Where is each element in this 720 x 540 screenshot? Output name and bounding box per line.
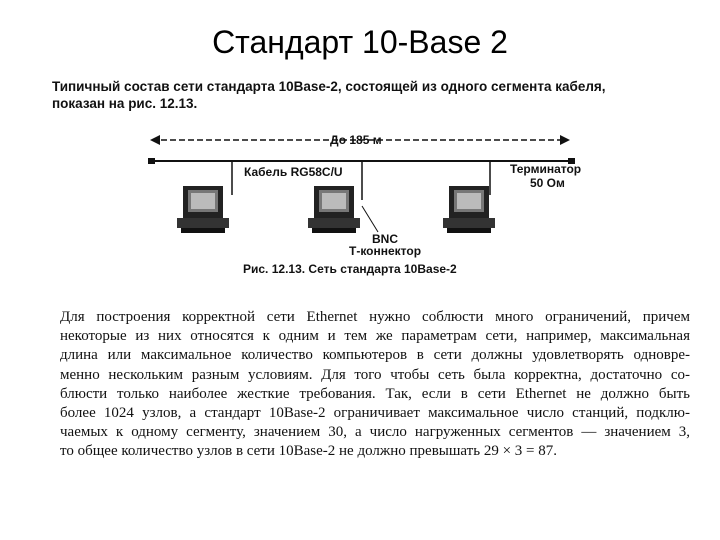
body-line: блюсти только наиболее жесткие требовани… [60, 385, 690, 402]
figure-caption: Рис. 12.13. Сеть стандарта 10Base-2 [243, 262, 457, 276]
body-line: то общее количество узлов в сети 10Base-… [60, 443, 557, 460]
body-paragraph: Для построения корректной сети Ethernet … [60, 308, 690, 462]
intro-line: Типичный состав сети стандарта 10Base-2,… [52, 79, 606, 94]
body-line: чаемых к одному сегменту, значением 30, … [60, 424, 690, 441]
connector-pointer [361, 205, 379, 233]
body-line: Для построения корректной сети Ethernet … [60, 309, 690, 325]
connector-label-line2: Т-коннектор [349, 244, 421, 258]
distance-label: До 185 м [330, 133, 382, 147]
body-line: длина или максимальное количество компью… [60, 347, 690, 364]
connector-label-line1: BNC [372, 232, 398, 246]
slide-title: Стандарт 10-Base 2 [212, 24, 508, 60]
intro-paragraph: Типичный состав сети стандарта 10Base-2,… [52, 78, 702, 112]
body-line: более 1024 узлов, а стандарт 10Base-2 ог… [60, 405, 690, 422]
computer-icon [443, 186, 495, 233]
body-line: некоторые из них относятся к одним и тем… [60, 328, 690, 345]
intro-line: показан на рис. 12.13. [52, 96, 198, 111]
cable-label: Кабель RG58C/U [244, 165, 343, 179]
distance-arrow [150, 135, 570, 145]
computer-icon [308, 186, 360, 233]
computer-icon [177, 186, 229, 233]
terminator-label-line2: 50 Ом [530, 176, 565, 190]
body-line: менно нескольким разным условиям. Для то… [60, 366, 690, 383]
network-diagram: До 185 м Кабель RG58C/U Терминатор 50 Ом… [148, 133, 581, 258]
terminator-label-line1: Терминатор [510, 162, 581, 176]
